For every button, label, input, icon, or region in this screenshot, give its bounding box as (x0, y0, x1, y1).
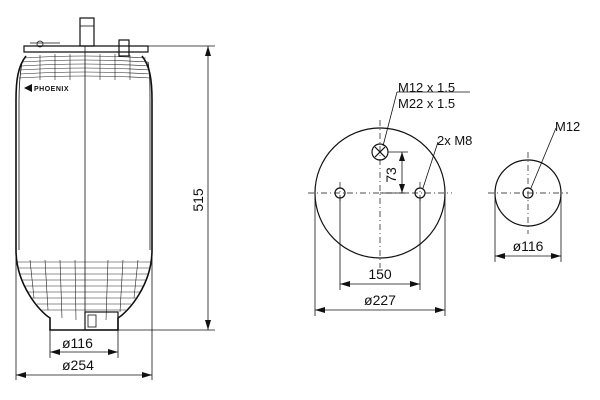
bolt-spacing-label: 150 (368, 266, 392, 282)
bottom-bead-hatching (17, 259, 151, 321)
plate-dia-label: ø227 (364, 292, 396, 308)
top-stud (79, 17, 95, 47)
bolt-label: 2x M8 (437, 133, 472, 148)
height-label: 515 (190, 188, 206, 212)
brand-arrow-icon (24, 84, 32, 92)
top-plate-view (308, 120, 452, 268)
top-plate-dimensions: M12 x 1.5 M22 x 1.5 2x M8 73 150 ø227 (314, 80, 472, 316)
bottom-dia-label: ø116 (513, 238, 544, 254)
bellow-outline (15, 55, 153, 331)
top-bead-hatching (18, 54, 151, 80)
top-bolt (118, 39, 130, 57)
side-dimensions: 515 ø116 ø254 (15, 45, 215, 380)
bottom-thread-hole (522, 187, 534, 199)
offset-label: 73 (383, 167, 399, 183)
outer-dia-label: ø254 (62, 357, 94, 373)
side-view: PHOENIX (15, 17, 153, 331)
bottom-thread-label: M12 (555, 119, 580, 134)
bottom-plate-view (488, 152, 568, 234)
top-flange (23, 45, 149, 53)
brand-label: PHOENIX (34, 86, 69, 93)
thread-label-1: M12 x 1.5 (398, 80, 455, 95)
inner-dia-label: ø116 (62, 335, 93, 351)
thread-label-2: M22 x 1.5 (398, 96, 455, 111)
bottom-plate-dimensions: M12 ø116 (494, 119, 580, 262)
